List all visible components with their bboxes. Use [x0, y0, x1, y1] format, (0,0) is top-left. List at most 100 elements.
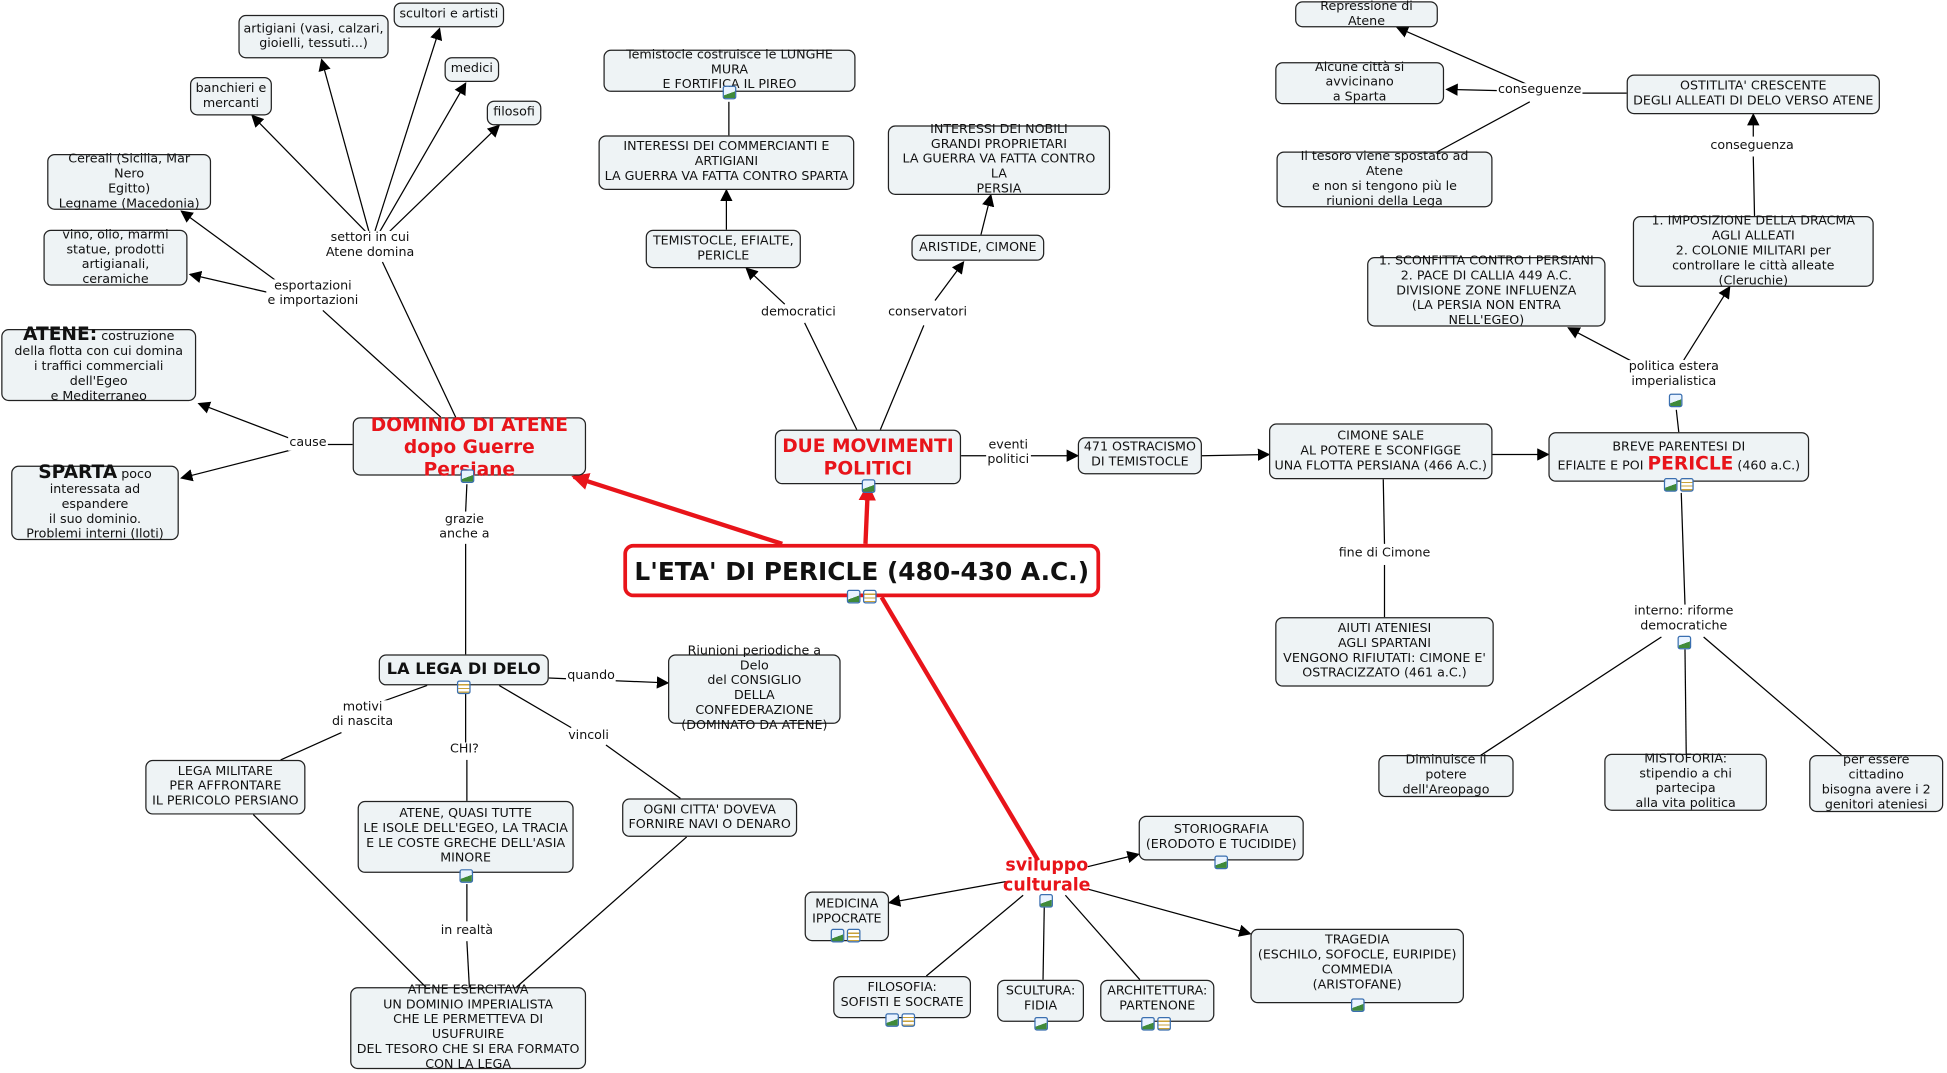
- document-icon[interactable]: [1157, 1016, 1171, 1031]
- node-interessi-nobili[interactable]: INTERESSI DEI NOBILI GRANDI PROPRIETARI …: [887, 123, 1111, 196]
- document-icon[interactable]: [862, 589, 877, 604]
- image-icon[interactable]: [1663, 478, 1678, 492]
- node-central-topic[interactable]: L'ETA' DI PERICLE (480-430 A.C.): [623, 543, 1101, 598]
- node-text: STORIOGRAFIA (ERODOTO E TUCIDIDE): [1145, 823, 1297, 852]
- attachments: [846, 589, 877, 604]
- node-interessi-commercianti[interactable]: INTERESSI DEI COMMERCIANTI E ARTIGIANI L…: [598, 135, 855, 190]
- image-icon[interactable]: [846, 589, 861, 604]
- node-title: DOMINIO DI ATENE dopo Guerre Persiane: [370, 412, 568, 480]
- node-text: Temistocle costruisce le LUNGHE MURA E F…: [626, 48, 833, 92]
- node-artigiani[interactable]: artigiani (vasi, calzari, gioielli, tess…: [238, 14, 389, 59]
- node-text: MEDICINA IPPOCRATE: [812, 897, 882, 927]
- node-temistocle-mura[interactable]: Temistocle costruisce le LUNGHE MURA E F…: [603, 48, 856, 92]
- node-sviluppo-culturale[interactable]: sviluppo culturale: [1003, 855, 1091, 896]
- attachments: [459, 869, 474, 883]
- node-medici[interactable]: medici: [444, 57, 500, 82]
- node-atene-quasi[interactable]: ATENE, QUASI TUTTE LE ISOLE DELL'EGEO, L…: [357, 800, 574, 873]
- node-banchieri[interactable]: banchieri e mercanti: [189, 76, 272, 116]
- image-icon[interactable]: [1668, 393, 1683, 408]
- node-sconfitta[interactable]: 1. SCONFITTA CONTRO I PERSIANI 2. PACE D…: [1367, 255, 1606, 328]
- node-alcune-citta[interactable]: Alcune città si avvicinano a Sparta: [1275, 61, 1445, 105]
- attachments: [722, 85, 737, 100]
- link-label-conseguenze: conseguenze: [1496, 83, 1583, 99]
- node-ogni-citta[interactable]: OGNI CITTA' DOVEVA FORNIRE NAVI O DENARO: [622, 798, 798, 837]
- attachments: [1663, 478, 1694, 492]
- node-text: TEMISTOCLE, EFIALTE, PERICLE: [652, 234, 794, 263]
- node-dominio[interactable]: DOMINIO DI ATENE dopo Guerre Persiane: [352, 413, 587, 480]
- node-ostracismo[interactable]: 471 OSTRACISMO DI TEMISTOCLE: [1077, 437, 1202, 475]
- attachments: [1141, 1016, 1171, 1031]
- image-icon[interactable]: [1214, 855, 1229, 870]
- image-icon[interactable]: [1034, 1016, 1048, 1031]
- atene-heading: ATENE:: [23, 322, 98, 345]
- image-icon[interactable]: [1677, 635, 1692, 650]
- link-label-chi: CHI?: [448, 742, 481, 758]
- link-label-motivi: motivi di nascita: [330, 700, 395, 731]
- attachments: [885, 1013, 916, 1027]
- link-label-democratici: democratici: [759, 305, 838, 321]
- link-label-quando: quando: [566, 669, 617, 685]
- node-ostilita[interactable]: OSTITLITA' CRESCENTE DEGLI ALLEATI DI DE…: [1626, 74, 1880, 115]
- node-architettura[interactable]: ARCHITETTURA: PARTENONE: [1100, 979, 1215, 1022]
- link-label-esportazioni: esportazioni e importazioni: [266, 279, 360, 310]
- image-icon[interactable]: [830, 928, 845, 943]
- attachments: [1034, 1016, 1048, 1031]
- node-scultori[interactable]: scultori e artisti: [393, 2, 505, 28]
- image-icon[interactable]: [459, 869, 474, 883]
- image-icon[interactable]: [1141, 1016, 1155, 1031]
- node-text: CIMONE SALE AL POTERE E SCONFIGGE UNA FL…: [1274, 429, 1487, 473]
- document-icon[interactable]: [456, 680, 471, 695]
- image-icon[interactable]: [460, 469, 475, 484]
- node-aiuti[interactable]: AIUTI ATENIESI AGLI SPARTANI VENGONO RIF…: [1275, 617, 1494, 687]
- node-temistocle[interactable]: TEMISTOCLE, EFIALTE, PERICLE: [645, 229, 801, 269]
- node-tragedia[interactable]: TRAGEDIA (ESCHILO, SOFOCLE, EURIPIDE) CO…: [1250, 928, 1464, 1004]
- node-lega-militare[interactable]: LEGA MILITARE PER AFFRONTARE IL PERICOLO…: [145, 759, 306, 815]
- node-esercitava[interactable]: ATENE ESERCITAVA UN DOMINIO IMPERIALISTA…: [350, 983, 587, 1072]
- node-text: medici: [450, 62, 493, 76]
- node-due-movimenti[interactable]: DUE MOVIMENTI POLITICI: [774, 429, 962, 485]
- pericle-highlight: PERICLE: [1647, 451, 1734, 474]
- node-mistoforia[interactable]: MISTOFORIA: stipendio a chi partecipa al…: [1604, 752, 1767, 811]
- node-filosofi[interactable]: filosofi: [486, 100, 542, 126]
- node-text: vino, olio, marmi statue, prodotti artig…: [62, 227, 169, 287]
- node-text: FILOSOFIA: SOFISTI E SOCRATE: [840, 980, 964, 1010]
- document-icon[interactable]: [901, 1013, 916, 1027]
- node-aristide[interactable]: ARISTIDE, CIMONE: [911, 234, 1045, 261]
- attachments: [1039, 894, 1053, 908]
- node-lega[interactable]: LA LEGA DI DELO: [378, 654, 549, 686]
- node-imposizione[interactable]: 1. IMPOSIZIONE DELLA DRACMA AGLI ALLEATI…: [1632, 214, 1874, 287]
- node-cittadino[interactable]: per essere cittadino bisogna avere i 2 g…: [1809, 754, 1944, 813]
- image-icon[interactable]: [722, 85, 737, 100]
- image-icon[interactable]: [885, 1013, 899, 1027]
- document-icon[interactable]: [846, 928, 861, 943]
- document-icon[interactable]: [1680, 478, 1694, 492]
- node-vino[interactable]: vino, olio, marmi statue, prodotti artig…: [43, 227, 188, 287]
- link-label-settori: settori in cui Atene domina: [324, 230, 416, 261]
- node-filosofia[interactable]: FILOSOFIA: SOFISTI E SOCRATE: [833, 975, 972, 1019]
- node-text: LEGA MILITARE PER AFFRONTARE IL PERICOLO…: [152, 764, 299, 809]
- node-text: costruzione: [97, 329, 175, 344]
- attachments: [861, 479, 876, 493]
- node-text: Cereali (Sicilia, Mar Nero Egitto) Legna…: [58, 152, 200, 211]
- node-tesoro[interactable]: Il tesoro viene spostato ad Atene e non …: [1276, 150, 1493, 208]
- node-cereali[interactable]: Cereali (Sicilia, Mar Nero Egitto) Legna…: [47, 152, 212, 211]
- node-riunioni[interactable]: Riunioni periodiche a Delo del CONSIGLIO…: [668, 644, 841, 733]
- node-text: interessata ad espandere il suo dominio.…: [26, 482, 164, 541]
- node-text: della flotta con cui domina i traffici c…: [14, 344, 184, 403]
- node-storiografia[interactable]: STORIOGRAFIA (ERODOTO E TUCIDIDE): [1138, 815, 1304, 861]
- image-icon[interactable]: [1350, 998, 1365, 1012]
- node-title: LA LEGA DI DELO: [386, 659, 541, 679]
- image-icon[interactable]: [861, 479, 876, 493]
- attachments: [460, 469, 475, 484]
- node-text: poco: [117, 467, 152, 482]
- node-cimone[interactable]: CIMONE SALE AL POTERE E SCONFIGGE UNA FL…: [1269, 423, 1493, 480]
- node-diminuisce[interactable]: Diminuisce il potere dell'Areopago: [1378, 754, 1514, 798]
- node-scultura[interactable]: SCULTURA: FIDIA: [997, 979, 1085, 1022]
- node-repressione[interactable]: Repressione di Atene: [1295, 0, 1438, 28]
- link-label-fine-cimone: fine di Cimone: [1337, 546, 1432, 562]
- image-icon[interactable]: [1039, 894, 1053, 908]
- node-text: filosofi: [493, 105, 535, 120]
